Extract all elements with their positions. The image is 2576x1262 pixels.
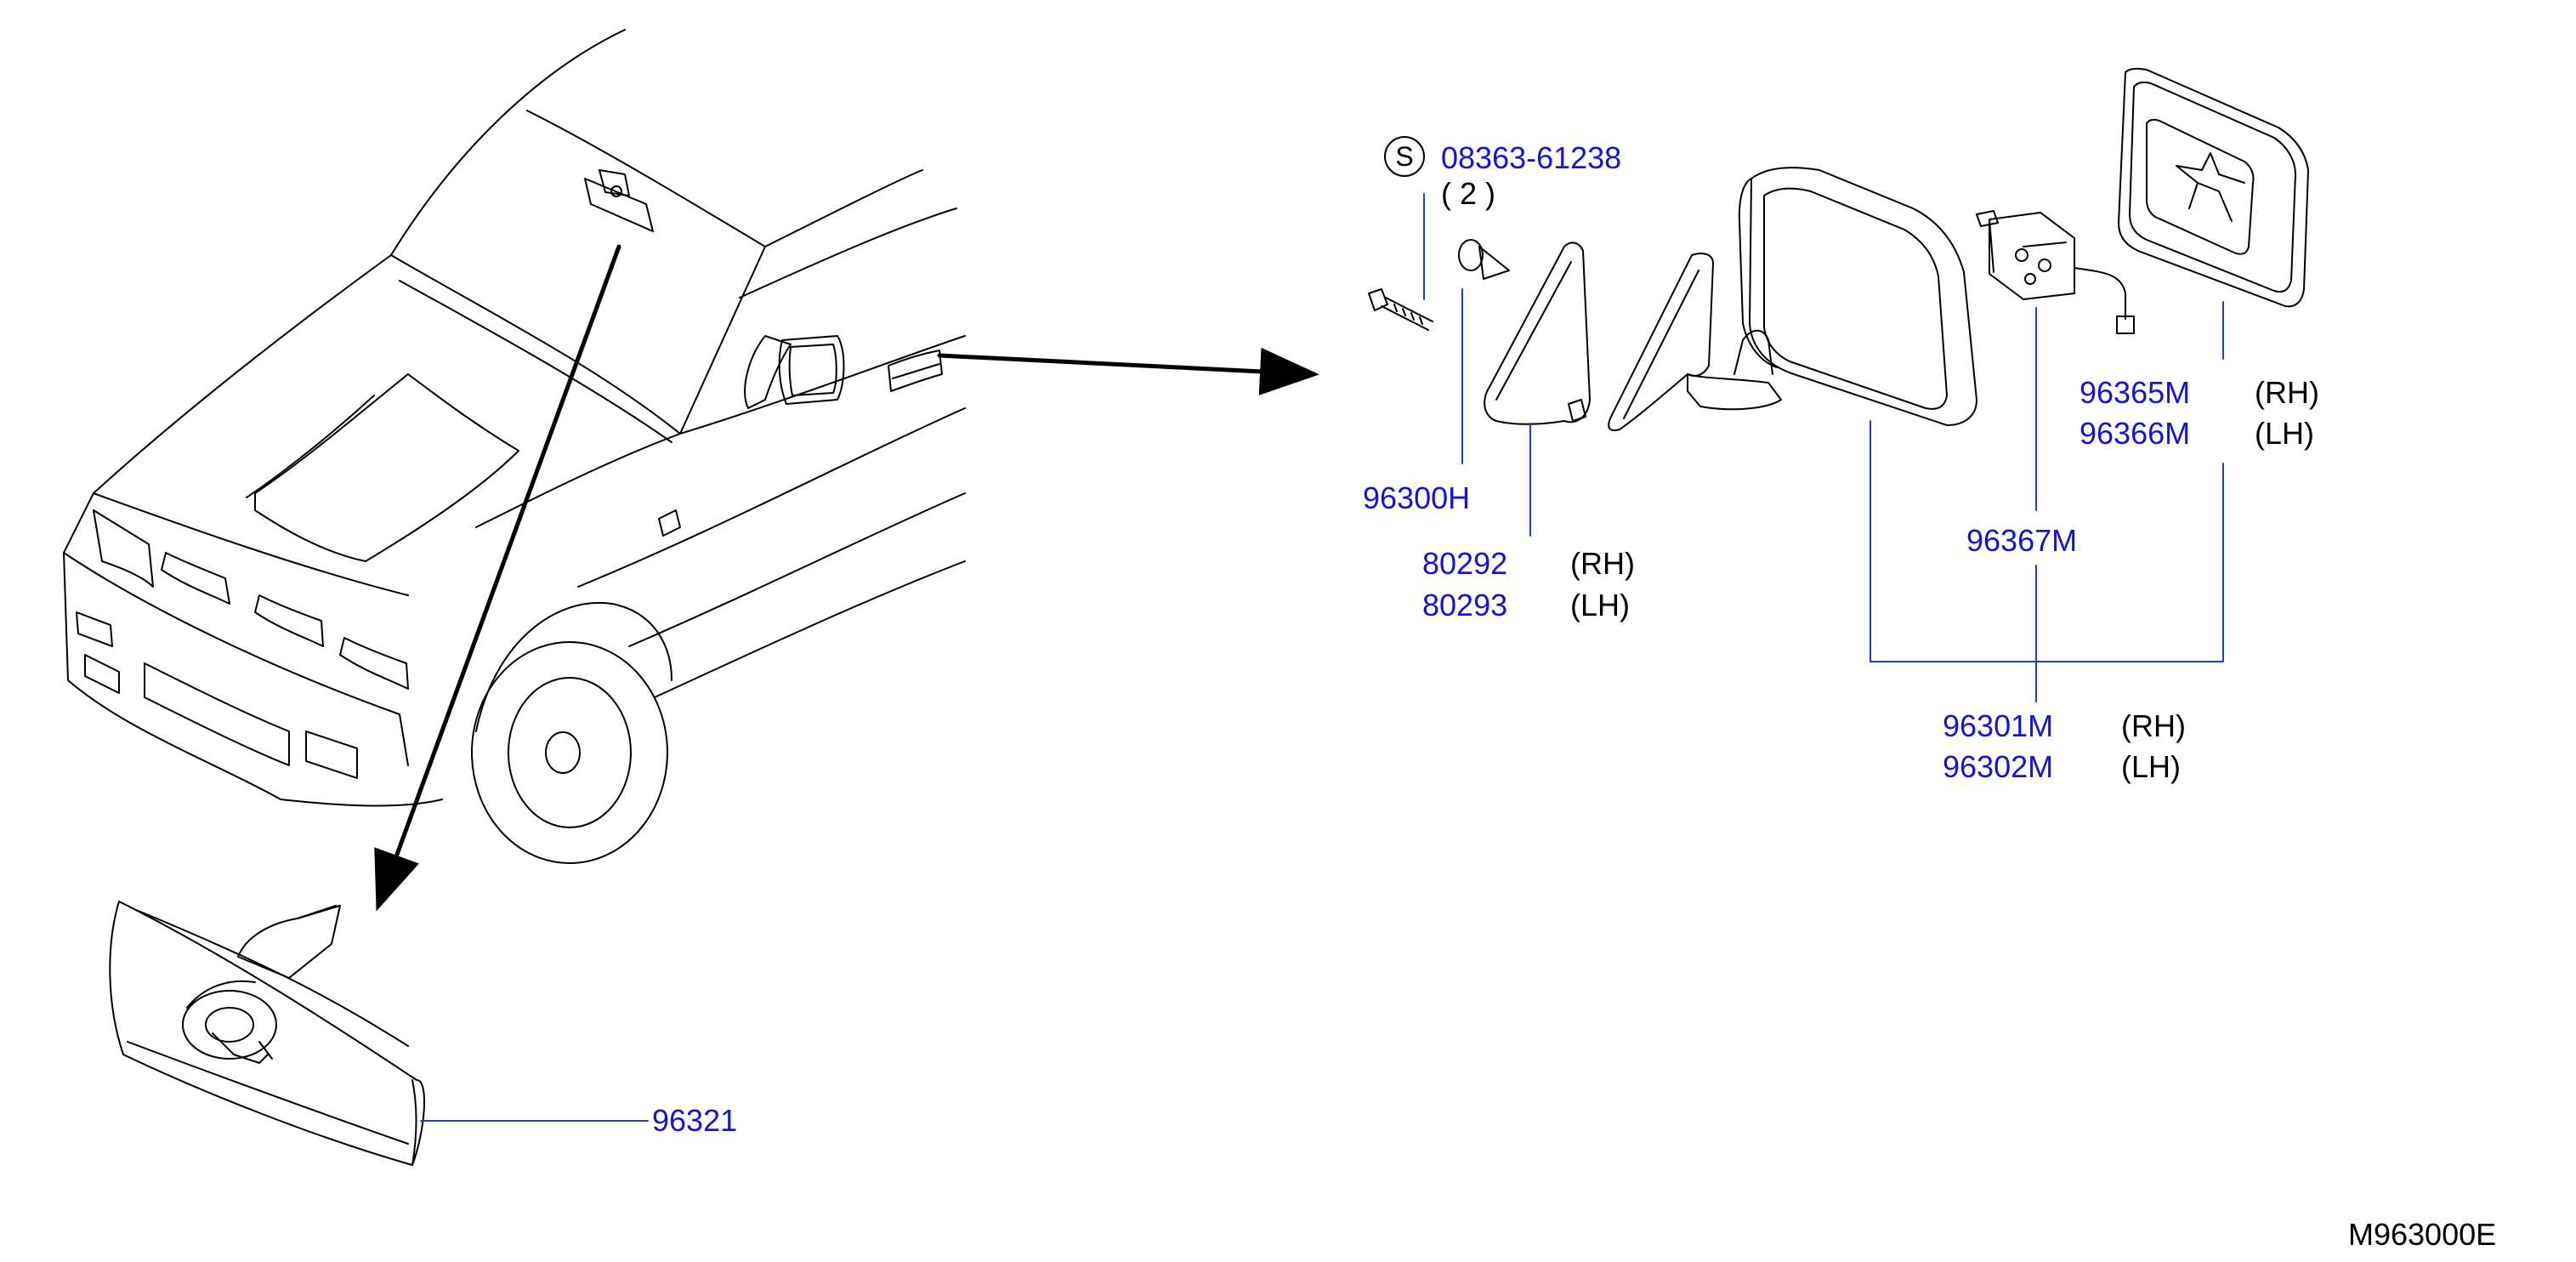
side-96365m: (RH) [2255, 375, 2319, 410]
part-number-96321: 96321 [652, 1103, 738, 1138]
side-96366m: (LH) [2255, 416, 2314, 451]
part-number-80293: 80293 [1422, 588, 1508, 622]
screw-part-number: 08363-61238 [1441, 140, 1622, 175]
side-80292: (RH) [1570, 546, 1635, 581]
arrow-to-door-mirror [937, 347, 1319, 395]
door-mirror-housing-drawing [1608, 167, 1977, 432]
part-number-96300h: 96300H [1363, 480, 1471, 515]
part-number-96301m: 96301M [1943, 708, 2054, 743]
arrow-to-rearview-mirror [374, 244, 621, 912]
mirror-actuator-drawing [1976, 210, 2135, 334]
leader-lines [420, 193, 2224, 1122]
part-number-96366m: 96366M [2080, 416, 2191, 451]
part-number-96367m: 96367M [1966, 523, 2078, 558]
rearview-mirror-drawing [109, 901, 425, 1166]
part-number-96365m: 96365M [2080, 375, 2191, 410]
grommet-drawing [1458, 239, 1510, 280]
side-96301m: (RH) [2121, 708, 2186, 743]
standard-part-symbol: S [1384, 136, 1425, 177]
diagram-code: M963000E [2348, 1217, 2497, 1252]
side-96302m: (LH) [2121, 749, 2181, 784]
part-number-96302m: 96302M [1943, 749, 2054, 784]
part-number-80292: 80292 [1422, 546, 1508, 581]
mirror-glass-drawing [2118, 67, 2309, 308]
corner-finisher-drawing [1484, 242, 1591, 425]
screw-quantity: ( 2 ) [1441, 176, 1496, 211]
side-80293: (LH) [1570, 588, 1630, 622]
vehicle-drawing [63, 29, 966, 864]
screw-drawing [1368, 288, 1433, 331]
